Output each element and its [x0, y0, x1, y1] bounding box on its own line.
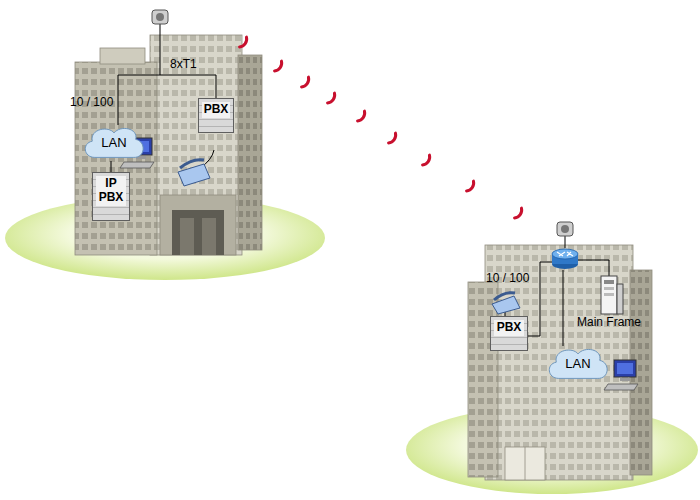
node-text: LAN — [565, 357, 590, 372]
node-text: PBX — [494, 320, 524, 336]
left-building — [75, 35, 262, 255]
right-building — [468, 245, 652, 480]
wireless-link — [240, 37, 524, 219]
server-box: IP PBX — [92, 172, 130, 221]
lan-cloud: LAN — [546, 346, 610, 382]
link-line — [111, 161, 112, 172]
node-text: Main Frame — [570, 316, 648, 330]
node-text: IP PBX — [96, 176, 126, 206]
phone — [492, 293, 520, 314]
lan-cloud: LAN — [82, 125, 146, 161]
link-label: 10 / 100 — [484, 272, 531, 286]
mainframe-icon — [570, 274, 648, 316]
server-box: PBX — [490, 316, 528, 351]
server-box: PBX — [198, 98, 234, 133]
antenna — [557, 222, 573, 236]
link-label: 10 / 100 — [68, 96, 115, 110]
phone — [178, 160, 210, 186]
node-text: LAN — [101, 136, 126, 151]
mainframe-node: Main Frame — [570, 274, 648, 330]
router — [552, 249, 578, 269]
link-label: 8xT1 — [168, 58, 199, 72]
ground — [5, 196, 325, 280]
node-text: PBX — [202, 102, 230, 118]
antenna — [152, 10, 168, 24]
monitor — [604, 360, 638, 390]
